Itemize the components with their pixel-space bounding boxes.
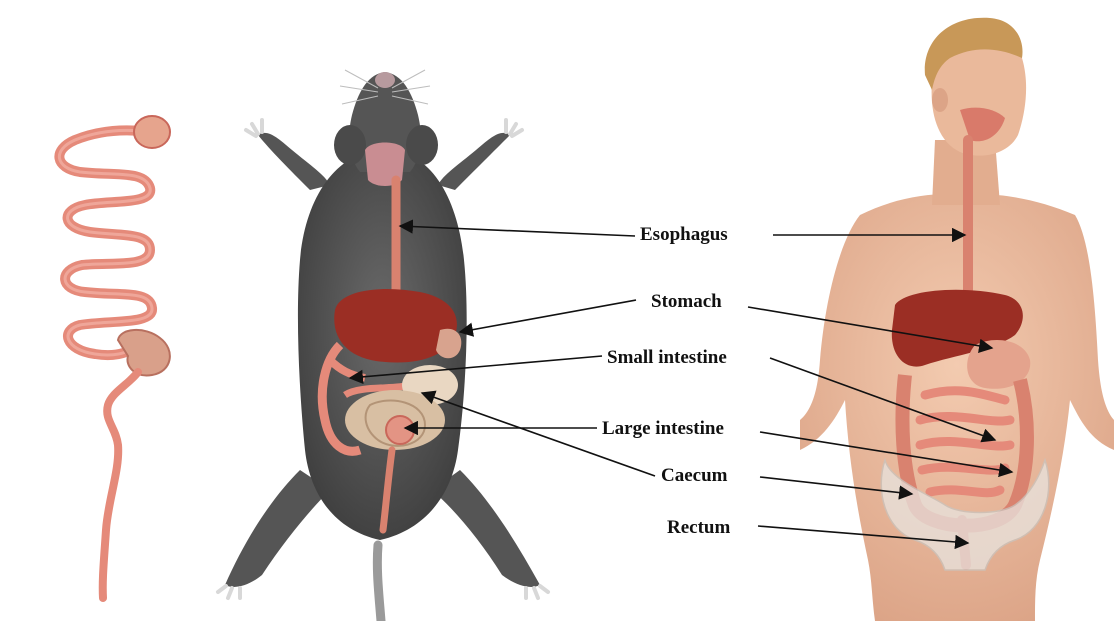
- arrow-stomach-mouse: [460, 300, 636, 332]
- mouse-ear-right: [406, 125, 438, 165]
- mouse-figure: [218, 70, 548, 621]
- label-small-intestine: Small intestine: [607, 347, 727, 369]
- isolated-colon: [103, 372, 138, 598]
- label-rectum: Rectum: [667, 517, 730, 539]
- isolated-gi-tract: [59, 116, 170, 598]
- label-large-intestine: Large intestine: [602, 418, 724, 440]
- human-figure: [800, 18, 1114, 621]
- label-stomach: Stomach: [651, 291, 722, 313]
- mouse-stomach: [436, 329, 461, 359]
- mouse-ear-left: [334, 125, 366, 165]
- isolated-stomach: [134, 116, 170, 148]
- label-caecum: Caecum: [661, 465, 727, 487]
- mouse-large-intestine: [386, 416, 414, 444]
- label-esophagus: Esophagus: [640, 224, 728, 246]
- isolated-caecum: [118, 330, 170, 376]
